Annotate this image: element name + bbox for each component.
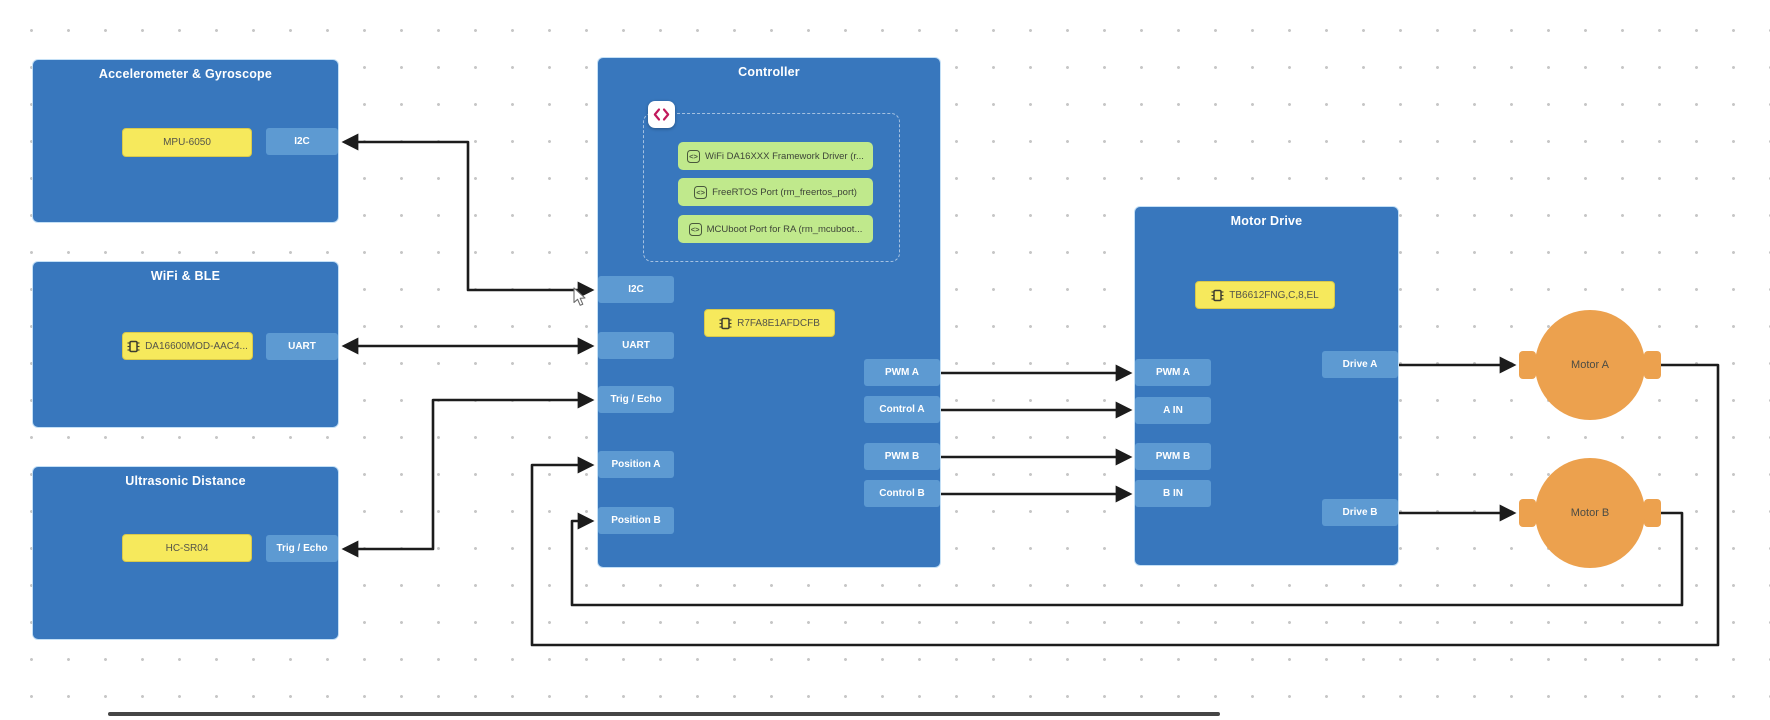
chip-label: TB6612FNG,C,8,EL <box>1229 289 1319 301</box>
port-ctrl-uart[interactable]: UART <box>598 332 674 359</box>
motor-a-left-terminal[interactable] <box>1519 351 1536 379</box>
port-ctrl-trig-echo[interactable]: Trig / Echo <box>598 386 674 413</box>
port-ctrl-position-a[interactable]: Position A <box>598 451 674 478</box>
connector-position-b-feedback[interactable] <box>570 511 1684 607</box>
chip-da16600[interactable]: DA16600MOD-AAC4... <box>122 332 253 360</box>
chip-mpu-6050[interactable]: MPU-6050 <box>122 128 252 157</box>
module-wifi-framework-driver[interactable]: <> WiFi DA16XXX Framework Driver (r... <box>678 142 873 170</box>
port-ctrl-control-b[interactable]: Control B <box>864 480 940 507</box>
port-md-b-in[interactable]: B IN <box>1135 480 1211 507</box>
port-md-pwm-b[interactable]: PWM B <box>1135 443 1211 470</box>
chip-label: HC-SR04 <box>165 542 209 554</box>
node-wifi-ble[interactable]: WiFi & BLE DA16600MOD-AAC4... UART <box>33 262 338 427</box>
motor-b-left-terminal[interactable] <box>1519 499 1536 527</box>
port-ctrl-position-b[interactable]: Position B <box>598 507 674 534</box>
chip-icon <box>719 317 732 329</box>
chip-tb6612fng[interactable]: TB6612FNG,C,8,EL <box>1195 281 1335 309</box>
node-accelerometer-gyroscope[interactable]: Accelerometer & Gyroscope MPU-6050 I2C <box>33 60 338 222</box>
chip-hc-sr04[interactable]: HC-SR04 <box>122 534 252 562</box>
node-ultrasonic-distance[interactable]: Ultrasonic Distance HC-SR04 Trig / Echo <box>33 467 338 639</box>
mouse-cursor-icon <box>573 287 588 312</box>
node-motor-a[interactable]: Motor A <box>1535 310 1645 420</box>
code-brackets-icon: <> <box>694 185 708 199</box>
module-label: FreeRTOS Port (rm_freertos_port) <box>712 186 857 198</box>
chip-icon <box>1211 289 1224 301</box>
code-icon[interactable] <box>648 101 675 128</box>
node-title: Controller <box>738 65 800 79</box>
motor-label: Motor A <box>1571 359 1609 371</box>
port-ctrl-control-a[interactable]: Control A <box>864 396 940 423</box>
motor-b-right-terminal[interactable] <box>1644 499 1661 527</box>
node-title: Motor Drive <box>1230 214 1303 228</box>
connector-position-a-feedback[interactable] <box>530 363 1720 647</box>
node-title: Ultrasonic Distance <box>125 474 246 488</box>
node-motor-b[interactable]: Motor B <box>1535 458 1645 568</box>
port-ctrl-pwm-b[interactable]: PWM B <box>864 443 940 470</box>
module-label: MCUboot Port for RA (rm_mcuboot... <box>706 223 863 235</box>
node-title: WiFi & BLE <box>150 269 221 283</box>
port-ultra-trig-echo[interactable]: Trig / Echo <box>266 535 338 562</box>
chip-label: R7FA8E1AFDCFB <box>737 317 820 329</box>
chip-label: DA16600MOD-AAC4... <box>145 340 248 352</box>
port-ctrl-i2c[interactable]: I2C <box>598 276 674 303</box>
motor-label: Motor B <box>1570 507 1610 519</box>
port-wifi-uart[interactable]: UART <box>266 333 338 360</box>
port-md-drive-a[interactable]: Drive A <box>1322 351 1398 378</box>
node-controller[interactable]: Controller <> WiFi DA16XXX Framework Dri… <box>598 58 940 567</box>
chip-label: MPU-6050 <box>163 137 211 148</box>
node-motor-drive[interactable]: Motor Drive TB6612FNG,C,8,EL PWM A A IN … <box>1135 207 1398 565</box>
module-label: WiFi DA16XXX Framework Driver (r... <box>705 150 864 162</box>
port-ctrl-pwm-a[interactable]: PWM A <box>864 359 940 386</box>
chip-r7fa8e1afdcfb[interactable]: R7FA8E1AFDCFB <box>704 309 835 337</box>
port-md-drive-b[interactable]: Drive B <box>1322 499 1398 526</box>
connector-trig-echo[interactable] <box>341 391 595 558</box>
chip-icon <box>127 340 140 352</box>
motor-a-right-terminal[interactable] <box>1644 351 1661 379</box>
port-md-a-in[interactable]: A IN <box>1135 397 1211 424</box>
connector-i2c[interactable] <box>341 133 595 299</box>
code-brackets-icon: <> <box>687 149 701 163</box>
port-accel-i2c[interactable]: I2C <box>266 128 338 155</box>
code-brackets-icon: <> <box>688 222 702 236</box>
port-md-pwm-a[interactable]: PWM A <box>1135 359 1211 386</box>
software-group <box>643 113 900 262</box>
node-title: Accelerometer & Gyroscope <box>98 67 273 81</box>
horizontal-scrollbar[interactable] <box>108 712 1220 716</box>
module-mcuboot-port[interactable]: <> MCUboot Port for RA (rm_mcuboot... <box>678 215 873 243</box>
module-freertos-port[interactable]: <> FreeRTOS Port (rm_freertos_port) <box>678 178 873 206</box>
